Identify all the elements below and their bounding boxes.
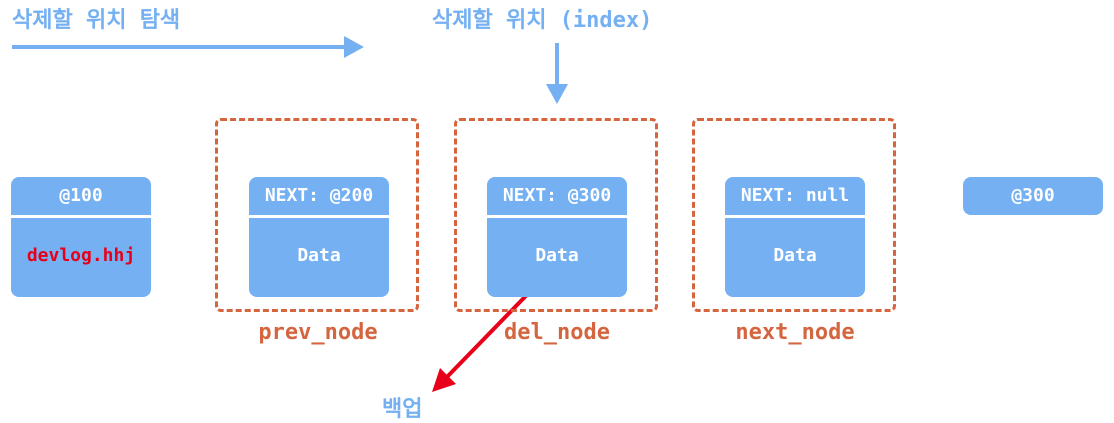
search-direction-arrow — [12, 36, 364, 58]
prev-node-frame — [215, 118, 419, 312]
del-node-frame — [454, 118, 658, 312]
prev-node-label: prev_node — [258, 320, 378, 345]
delete-position-caption: 삭제할 위치 (index) — [432, 8, 653, 33]
next-node-frame — [692, 118, 896, 312]
del-node-label: del_node — [504, 320, 610, 345]
head-node-address: @100 — [59, 185, 103, 206]
prev-node-divider — [249, 215, 389, 218]
delete-position-arrow — [546, 43, 568, 104]
prev-node-next-pointer: NEXT: @200 — [264, 185, 374, 206]
head-node-value: devlog.hhj — [26, 245, 136, 266]
head-node: @100 devlog.hhj — [11, 177, 151, 297]
tail-address: @300 — [963, 177, 1103, 215]
head-node-divider — [11, 215, 151, 218]
prev-node-data: Data — [297, 245, 341, 266]
next-node-data: Data — [773, 245, 817, 266]
del-node-divider — [487, 215, 627, 218]
next-node-next-pointer: NEXT: null — [740, 185, 850, 206]
next-node-label: next_node — [735, 320, 855, 345]
next-node: NEXT: null Data — [725, 177, 865, 297]
prev-node: NEXT: @200 Data — [249, 177, 389, 297]
backup-caption: 백업 — [382, 397, 423, 422]
next-node-divider — [725, 215, 865, 218]
del-node: NEXT: @300 Data — [487, 177, 627, 297]
search-caption: 삭제할 위치 탐색 — [12, 8, 181, 33]
del-node-next-pointer: NEXT: @300 — [502, 185, 612, 206]
del-node-data: Data — [535, 245, 579, 266]
